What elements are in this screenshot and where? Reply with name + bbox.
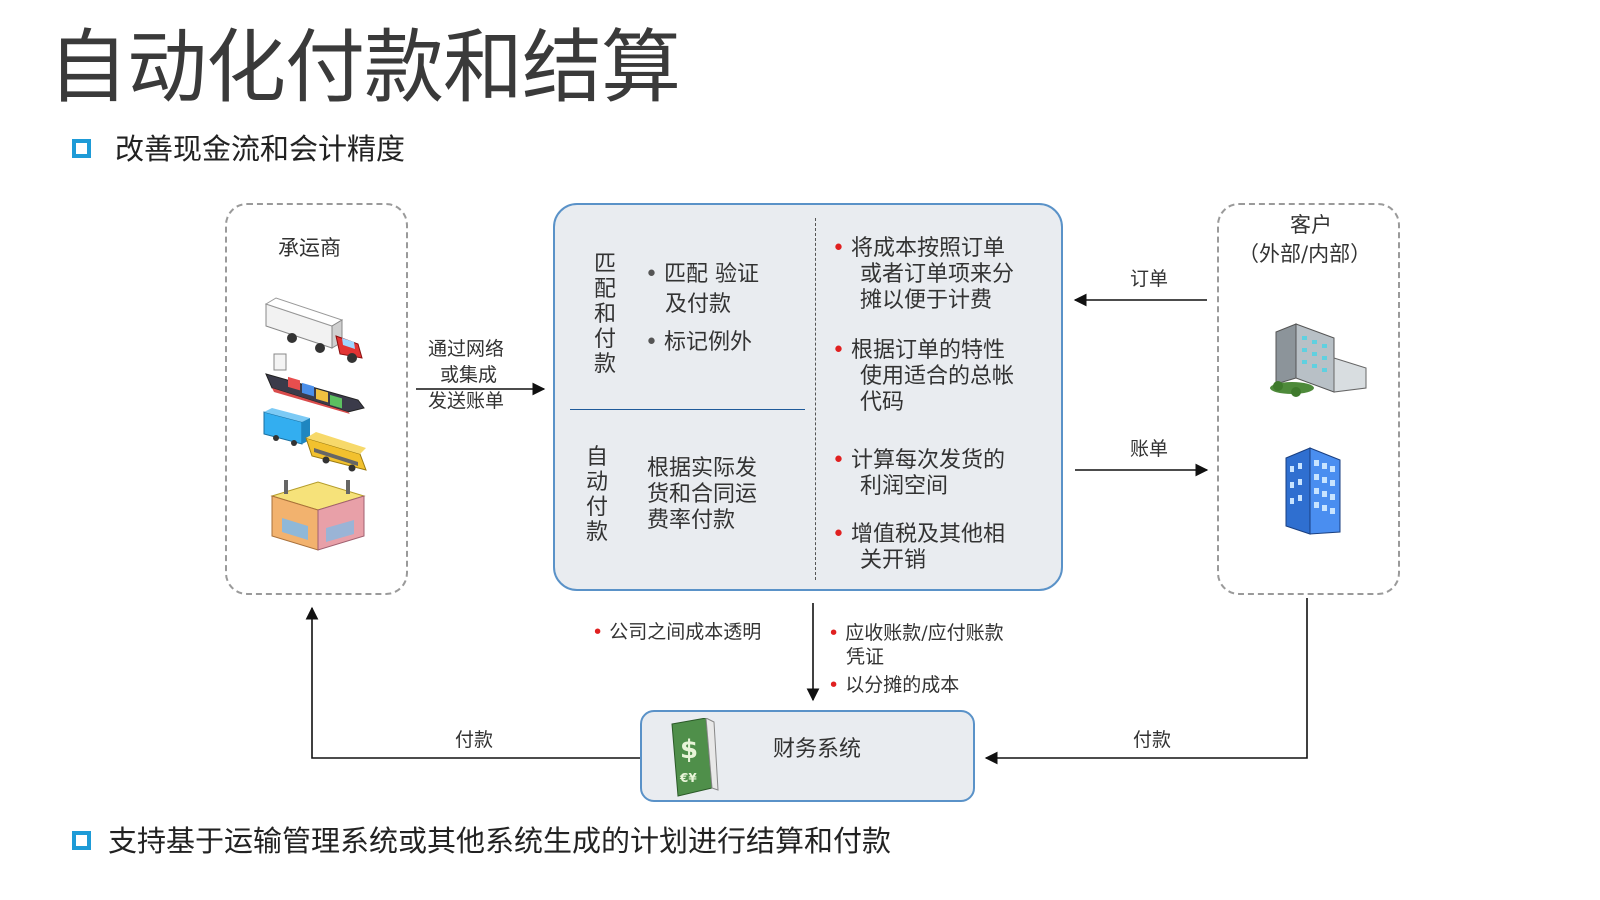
bullet-square-icon bbox=[72, 139, 91, 158]
center-right-item-4: •增值税及其他相 关开销 bbox=[832, 522, 1005, 573]
customer-box bbox=[1217, 203, 1400, 595]
customer-label-line1: 客户 bbox=[1290, 213, 1332, 237]
match-and-pay-title: 匹配和付款 bbox=[593, 252, 616, 377]
red-bullet-icon: • bbox=[832, 448, 845, 473]
settlement-process-box bbox=[553, 203, 1063, 591]
payment-right-label: 付款 bbox=[1133, 729, 1172, 751]
money-book-icon: $ €¥ bbox=[671, 718, 719, 797]
match-item-1-line2: 及付款 bbox=[665, 292, 732, 317]
auto-pay-line2: 货和合同运 bbox=[647, 482, 758, 507]
center-right-item-2: •根据订单的特性 使用适合的总帐 代码 bbox=[832, 338, 1015, 415]
match-items: •匹配 验证 及付款 •标记例外 bbox=[645, 262, 759, 356]
auto-pay-title: 自动付款 bbox=[585, 445, 608, 545]
payment-left-label: 付款 bbox=[455, 729, 494, 751]
cargo-ship-icon bbox=[265, 353, 365, 414]
center-right-item-3: •计算每次发货的 利润空间 bbox=[832, 448, 1005, 499]
red-bullet-icon: • bbox=[828, 622, 840, 644]
order-edge-label: 订单 bbox=[1130, 268, 1169, 290]
center-divider-horizontal bbox=[570, 409, 805, 410]
tower-building-icon bbox=[1285, 447, 1341, 535]
finance-system-label: 财务系统 bbox=[773, 737, 862, 762]
bullet-bottom-text: 支持基于运输管理系统或其他系统生成的计划进行结算和付款 bbox=[108, 824, 892, 858]
warehouse-icon bbox=[270, 480, 366, 551]
finance-output-notes: •应收账款/应付账款 凭证 •以分摊的成本 bbox=[828, 622, 1004, 696]
arrow-payment-left bbox=[305, 606, 640, 759]
truck-icon bbox=[264, 297, 363, 363]
bullet-dot-icon: • bbox=[645, 262, 658, 287]
match-item-1-line1: 匹配 验证 bbox=[663, 262, 759, 287]
send-bill-label-line1: 通过网络 bbox=[428, 338, 505, 360]
train-icon bbox=[263, 408, 367, 472]
center-right-item-1: •将成本按照订单 或者订单项来分 摊以便于计费 bbox=[832, 236, 1015, 313]
bullet-top-text: 改善现金流和会计精度 bbox=[115, 132, 406, 166]
match-item-2: 标记例外 bbox=[663, 330, 752, 355]
red-bullet-icon: • bbox=[828, 674, 840, 696]
auto-pay-text: 根据实际发 货和合同运 费率付款 bbox=[647, 456, 757, 534]
send-bill-label-line2: 或集成 bbox=[440, 364, 498, 386]
office-building-icon bbox=[1270, 323, 1367, 397]
auto-pay-line3: 费率付款 bbox=[647, 508, 736, 533]
invoice-edge-label: 账单 bbox=[1130, 438, 1169, 460]
auto-pay-line1: 根据实际发 bbox=[647, 456, 758, 481]
red-bullet-icon: • bbox=[832, 236, 845, 261]
page-title: 自动化付款和结算 bbox=[48, 21, 681, 114]
bullet-square-icon bbox=[72, 831, 91, 850]
customer-label-line2: （外部/内部） bbox=[1238, 242, 1372, 266]
svg-text:€¥: €¥ bbox=[679, 771, 697, 785]
red-bullet-icon: • bbox=[832, 338, 845, 363]
carrier-label: 承运商 bbox=[278, 236, 341, 260]
red-bullet-icon: • bbox=[832, 522, 845, 547]
center-divider-vertical bbox=[815, 218, 816, 580]
intercompany-cost-note: •公司之间成本透明 bbox=[592, 621, 762, 643]
svg-text:$: $ bbox=[680, 735, 698, 765]
red-bullet-icon: • bbox=[592, 621, 604, 643]
bullet-dot-icon: • bbox=[645, 330, 658, 355]
carrier-box bbox=[225, 203, 408, 595]
send-bill-label-line3: 发送账单 bbox=[428, 390, 505, 412]
arrow-payment-right bbox=[984, 598, 1308, 765]
